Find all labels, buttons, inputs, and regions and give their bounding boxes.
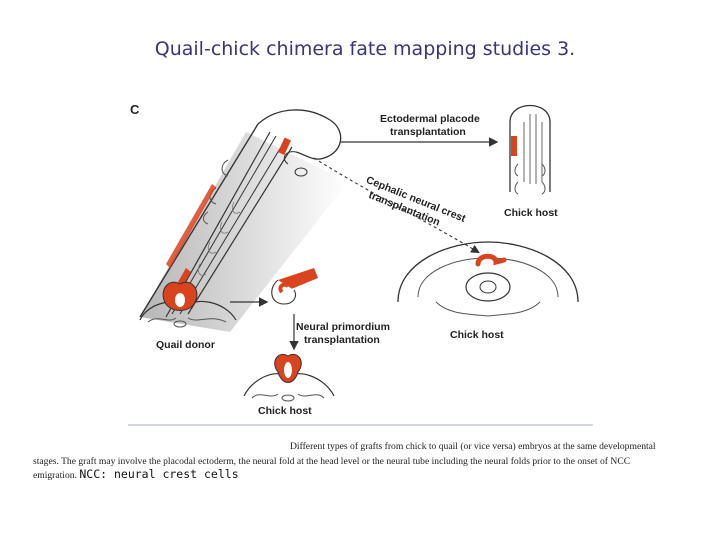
- slide-title: Quail-chick chimera fate mapping studies…: [154, 38, 576, 60]
- chick-host-neural-tube: [243, 354, 335, 402]
- label-ectodermal-line1: Ectodermal placode: [380, 113, 480, 125]
- neural-primordium-graft: [271, 268, 318, 305]
- caption-line-1: Different types of grafts from chick to …: [290, 441, 656, 452]
- chick-host-cross-section: [397, 241, 579, 317]
- caption-body: stages. The graft may involve the placod…: [33, 455, 713, 482]
- panel-letter: C: [130, 102, 140, 117]
- label-neural-line1: Neural primordium: [296, 321, 390, 333]
- label-neural-line2: transplantation: [304, 334, 380, 346]
- quail-donor-embryo: [139, 109, 348, 332]
- label-chick-host-2: Chick host: [450, 329, 504, 341]
- chick-host-head: [509, 104, 551, 195]
- caption-line-2: stages. The graft may involve the placod…: [33, 456, 631, 467]
- label-ectodermal-line2: transplantation: [390, 126, 466, 138]
- fate-mapping-figure: C Quail donor Ectodermal placode transpl…: [118, 92, 598, 428]
- ncc-note: NCC: neural crest cells: [79, 467, 239, 481]
- arrow-cephalic: [313, 157, 480, 254]
- label-chick-host-3: Chick host: [258, 405, 312, 417]
- label-chick-host-1: Chick host: [504, 207, 558, 219]
- caption-line-3: emigration.: [33, 470, 77, 481]
- label-quail-donor: Quail donor: [156, 339, 215, 351]
